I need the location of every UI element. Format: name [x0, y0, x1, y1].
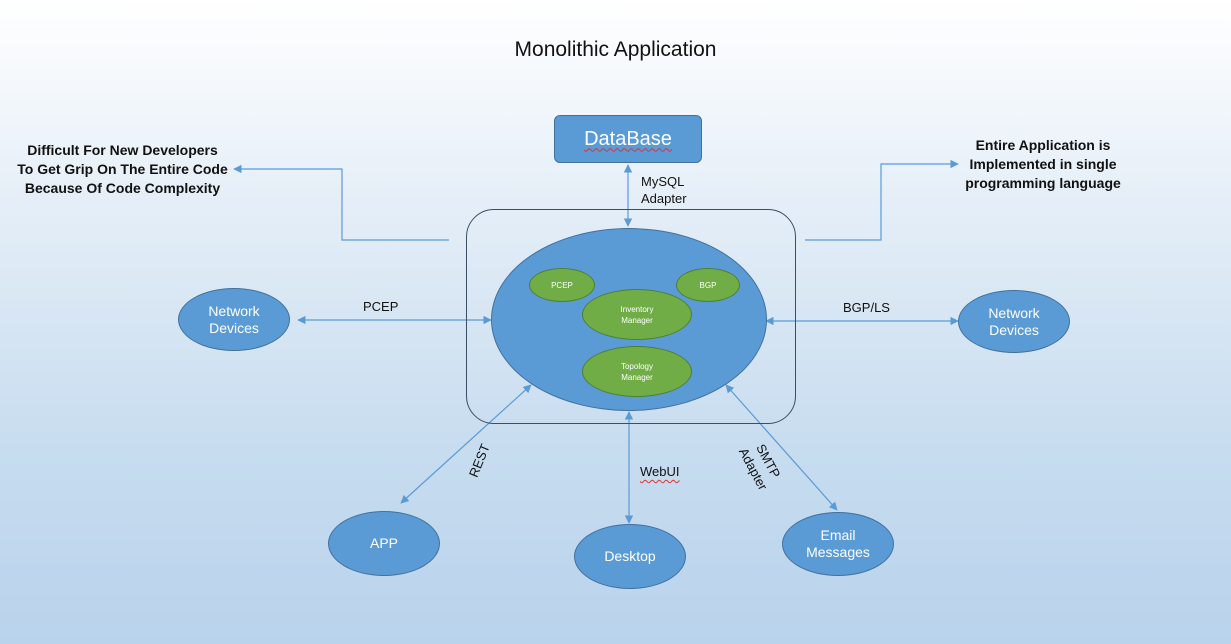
inventory-manager-module: Inventory Manager: [582, 289, 692, 340]
webui-edge-label: WebUI: [640, 464, 680, 479]
network-devices-right-line: Network: [988, 304, 1040, 321]
desktop-node-label: Desktop: [604, 548, 656, 564]
left-note-line: To Get Grip On The Entire Code: [17, 161, 228, 177]
database-box: DataBase: [554, 115, 702, 163]
left-note-connector: [233, 164, 449, 241]
app-node: APP: [328, 511, 440, 576]
email-messages-node: Email Messages: [782, 512, 894, 576]
topology-manager-module: Topology Manager: [582, 346, 692, 397]
inventory-manager-line: Manager: [621, 315, 653, 325]
desktop-node: Desktop: [574, 524, 686, 589]
right-note-line: programming language: [965, 175, 1121, 191]
right-note-line: Entire Application is: [975, 137, 1111, 153]
left-note-line: Difficult For New Developers: [27, 142, 218, 158]
diagram-title: Monolithic Application: [514, 38, 717, 61]
email-messages-line: Email: [820, 527, 856, 543]
pcep-module-label: PCEP: [551, 280, 573, 290]
network-devices-left-line: Network: [208, 302, 260, 319]
network-devices-left-line: Devices: [209, 319, 259, 336]
left-note-line: Because Of Code Complexity: [24, 180, 221, 196]
application-boundary: [466, 209, 796, 424]
mysql-adapter-line: MySQL: [641, 174, 685, 189]
network-devices-right-line: Devices: [989, 321, 1039, 338]
bgp-module-label: BGP: [699, 280, 717, 290]
right-note: Entire Application is Implemented in sin…: [948, 136, 1138, 193]
network-devices-left-node: Network Devices: [178, 288, 290, 351]
topology-manager-line: Topology: [620, 361, 654, 371]
bgp-ls-edge-label: BGP/LS: [843, 300, 890, 315]
left-note: Difficult For New Developers To Get Grip…: [10, 141, 235, 198]
topology-manager-line: Manager: [621, 372, 653, 382]
bgp-module: BGP: [676, 268, 740, 302]
app-node-label: APP: [369, 535, 398, 551]
inventory-manager-line: Inventory: [620, 304, 654, 314]
email-messages-line: Messages: [806, 544, 870, 560]
database-label: DataBase: [584, 127, 672, 150]
right-note-line: Implemented in single: [969, 156, 1117, 172]
mysql-adapter-label: MySQL Adapter: [641, 173, 687, 207]
mysql-adapter-line: Adapter: [641, 191, 687, 206]
pcep-edge-label: PCEP: [363, 299, 399, 314]
network-devices-right-node: Network Devices: [958, 290, 1070, 353]
right-note-connector: [805, 159, 959, 241]
rest-connector: [400, 384, 532, 504]
pcep-module: PCEP: [529, 268, 595, 302]
smtp-connector: [725, 384, 838, 511]
